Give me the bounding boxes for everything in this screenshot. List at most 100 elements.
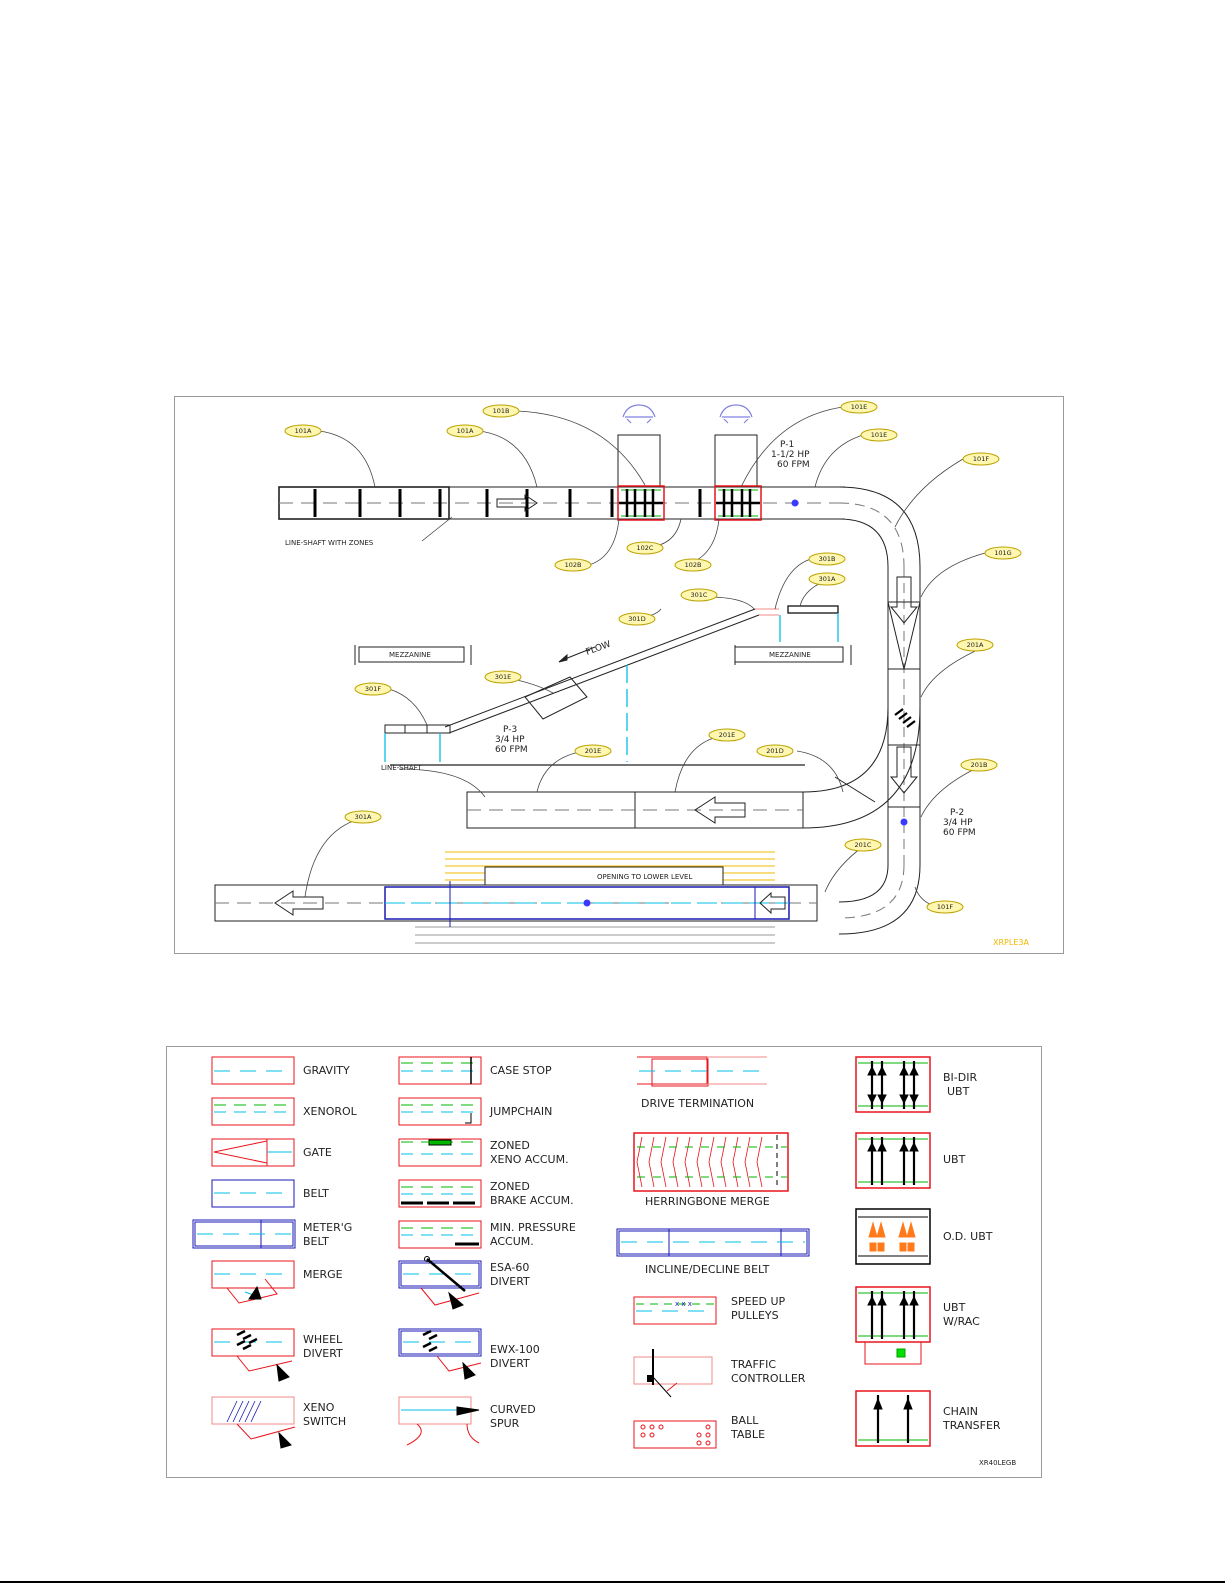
layout-labels: P-1 1-1/2 HP 60 FPM P-2 3/4 HP 60 FPM P-… [285,440,1029,947]
layout-svg: 101A 101A 101B 101E 101E 101F 101G 102B … [214,400,1029,947]
svg-text:201E: 201E [719,731,736,739]
p2-speed: 60 FPM [943,828,976,838]
legend-zoned-xeno-1: ZONED [490,1139,530,1152]
svg-text:101A: 101A [295,427,312,435]
layout-drawing-id: XRPLE3A [993,938,1029,947]
legend-esa60-1: ESA-60 [490,1261,529,1274]
svg-text:201A: 201A [967,641,984,649]
cyan-supports [384,613,839,762]
ubt-units [617,485,762,521]
legend-merge: MERGE [303,1268,343,1281]
middle-conveyor [390,706,921,829]
svg-text:101E: 101E [851,403,868,411]
legend-col1-symbols [192,1056,296,1449]
legend-traffic-1: TRAFFIC [730,1358,776,1371]
svg-text:301A: 301A [355,813,372,821]
svg-text:102B: 102B [685,561,702,569]
legend-wheel-divert-2: DIVERT [303,1347,343,1360]
legend-metering-belt-1: METER'G [303,1221,352,1234]
tag-301a-top: 301A [808,572,846,586]
tag-101a-left: 101A [284,424,322,438]
legend-xeno-switch-2: SWITCH [303,1415,346,1428]
flow-label: FLOW [585,640,613,658]
legend-xenorol: XENOROL [303,1105,358,1118]
tag-301e: 301E [484,670,522,684]
p3-speed: 60 FPM [495,745,528,755]
tag-301f: 301F [354,682,392,696]
p2-label: P-2 [950,808,964,818]
incline-conveyor [354,605,852,734]
svg-text:102B: 102B [565,561,582,569]
legend-ewx100-2: DIVERT [490,1357,530,1370]
legend-traffic-2: CONTROLLER [731,1372,806,1385]
legend-col3-symbols: x x x [616,1056,810,1449]
svg-text:101B: 101B [493,407,510,415]
legend-panel: x x x [166,1046,1042,1478]
legend-drive-termination: DRIVE TERMINATION [641,1097,754,1110]
legend-gate: GATE [303,1146,332,1159]
tag-101a-mid: 101A [446,424,484,438]
tag-102b-left: 102B [554,558,592,572]
tags: 101A 101A 101B 101E 101E 101F 101G 102B … [284,400,1022,914]
svg-text:201C: 201C [855,841,872,849]
opening-label: OPENING TO LOWER LEVEL [597,873,692,881]
tag-201b: 201B [960,758,998,772]
legend-herringbone: HERRINGBONE MERGE [645,1195,770,1208]
tag-201a: 201A [956,638,994,652]
mezzanine-right-label: MEZZANINE [769,651,811,659]
tag-101b: 101B [482,404,520,418]
svg-text:301A: 301A [819,575,836,583]
tag-301d: 301D [618,612,656,626]
svg-text:101F: 101F [937,903,953,911]
legend-col4-labels: BI-DIR UBT UBT O.D. UBT UBT W/RAC CHAIN … [942,1071,1016,1467]
legend-speed-up-2: PULLEYS [731,1309,779,1322]
legend-bidir-ubt-1: BI-DIR [943,1071,977,1084]
legend-col1-labels: GRAVITY XENOROL GATE BELT METER'G BELT M… [303,1064,358,1428]
p2-hp: 3/4 HP [943,818,973,828]
tag-102b-right: 102B [674,558,712,572]
legend-ball-table-2: TABLE [730,1428,765,1441]
legend-curved-spur-1: CURVED [490,1403,536,1416]
legend-xeno-switch-1: XENO [303,1401,335,1414]
legend-zoned-xeno-2: XENO ACCUM. [490,1153,569,1166]
legend-zoned-brake-2: BRAKE ACCUM. [490,1194,574,1207]
svg-text:301D: 301D [628,615,645,623]
legend-curved-spur-2: SPUR [490,1417,520,1430]
svg-text:101A: 101A [457,427,474,435]
legend-ewx100-1: EWX-100 [490,1343,540,1356]
legend-ball-table-1: BALL [731,1414,759,1427]
line-shaft-zones-label: LINE-SHAFT WITH ZONES [285,539,374,547]
p3-hp: 3/4 HP [495,735,525,745]
svg-text:x x x: x x x [675,1300,692,1308]
tag-102c: 102C [626,541,664,555]
svg-text:101E: 101E [871,431,888,439]
tag-101f-top: 101F [962,452,1000,466]
p1-motor-icon [791,499,799,507]
tag-101g: 101G [984,546,1022,560]
svg-text:201D: 201D [766,747,783,755]
tag-101e-top: 101E [840,400,878,414]
legend-chain-transfer-1: CHAIN [943,1405,978,1418]
svg-text:101G: 101G [994,549,1011,557]
svg-text:201E: 201E [585,747,602,755]
wheel-divert-marks [894,708,916,728]
legend-gravity: GRAVITY [303,1064,350,1077]
tag-301c: 301C [680,588,718,602]
p1-hp: 1-1/2 HP [771,450,810,460]
top-conveyor [278,434,845,520]
p1-speed: 60 FPM [777,460,810,470]
svg-text:102C: 102C [637,544,654,552]
legend-col2-symbols [398,1056,482,1446]
legend-col3-labels: DRIVE TERMINATION HERRINGBONE MERGE INCL… [641,1097,806,1441]
legend-wheel-divert-1: WHEEL [303,1333,343,1346]
p3-label: P-3 [503,725,517,735]
legend-incline-decline: INCLINE/DECLINE BELT [645,1263,770,1276]
tag-201e-right: 201E [708,728,746,742]
svg-text:201B: 201B [971,761,988,769]
tag-101f-bottom: 101F [926,900,964,914]
tag-301b-top: 301B [808,552,846,566]
legend-ubt: UBT [943,1153,966,1166]
legend-drawing-id: XR40LEGB [979,1459,1016,1467]
p1-label: P-1 [780,440,794,450]
legend-col2-labels: CASE STOP JUMPCHAIN ZONED XENO ACCUM. ZO… [489,1064,576,1430]
